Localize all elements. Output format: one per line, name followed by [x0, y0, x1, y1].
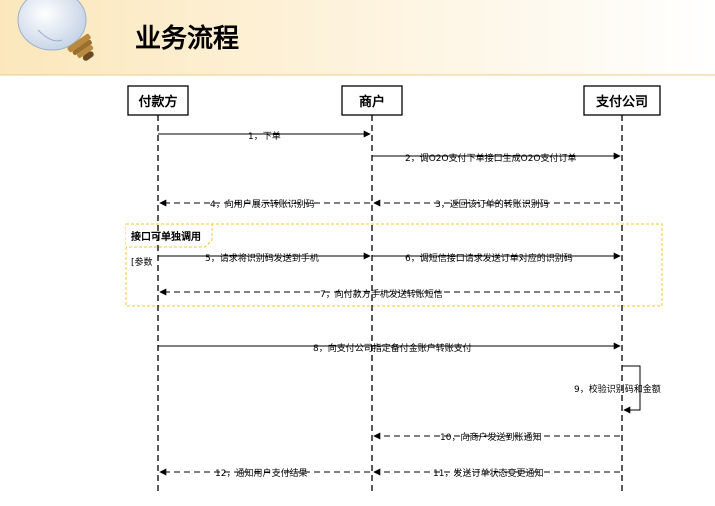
message-label-11: 11，发送订单状态变更通知	[433, 467, 543, 479]
message-label-1: 1，下单	[248, 130, 281, 142]
fragment-box	[125, 223, 663, 307]
message-label-12: 12，通知用户支付结果	[215, 467, 307, 479]
fragment-note: [参数	[131, 256, 153, 268]
participant-box-merchant	[341, 85, 403, 116]
participant-label-merchant: 商户	[359, 94, 385, 110]
message-label-2: 2，调O2O支付下单接口生成O2O支付订单	[405, 152, 577, 164]
message-label-3: 3，返回该订单的转账识别码	[435, 198, 549, 210]
participant-label-payco: 支付公司	[595, 94, 648, 110]
message-label-7: 7，向付款方手机发送转账短信	[320, 288, 443, 300]
participant-label-payer: 付款方	[138, 94, 177, 110]
slide-title: 业务流程	[135, 24, 240, 54]
message-label-8: 8，向支付公司指定备付金账户转账支付	[313, 342, 472, 354]
participant-box-payco	[583, 85, 661, 116]
message-arrow-9	[622, 365, 641, 414]
header-band	[0, 0, 715, 75]
message-label-5: 5，请求将识别码发送到手机	[205, 252, 319, 264]
message-label-10: 10，向商户发送到账通知	[440, 431, 541, 443]
fragment-tab	[126, 223, 213, 248]
fragment-title: 接口可单独调用	[131, 230, 201, 243]
message-label-6: 6，调短信接口请求发送订单对应的识别码	[405, 252, 573, 264]
lightbulb-icon	[17, 0, 94, 61]
participant-box-payer	[127, 85, 189, 116]
message-label-9: 9，校验识别码和金额	[574, 383, 661, 395]
message-label-4: 4，向用户展示转账识别码	[210, 198, 315, 210]
